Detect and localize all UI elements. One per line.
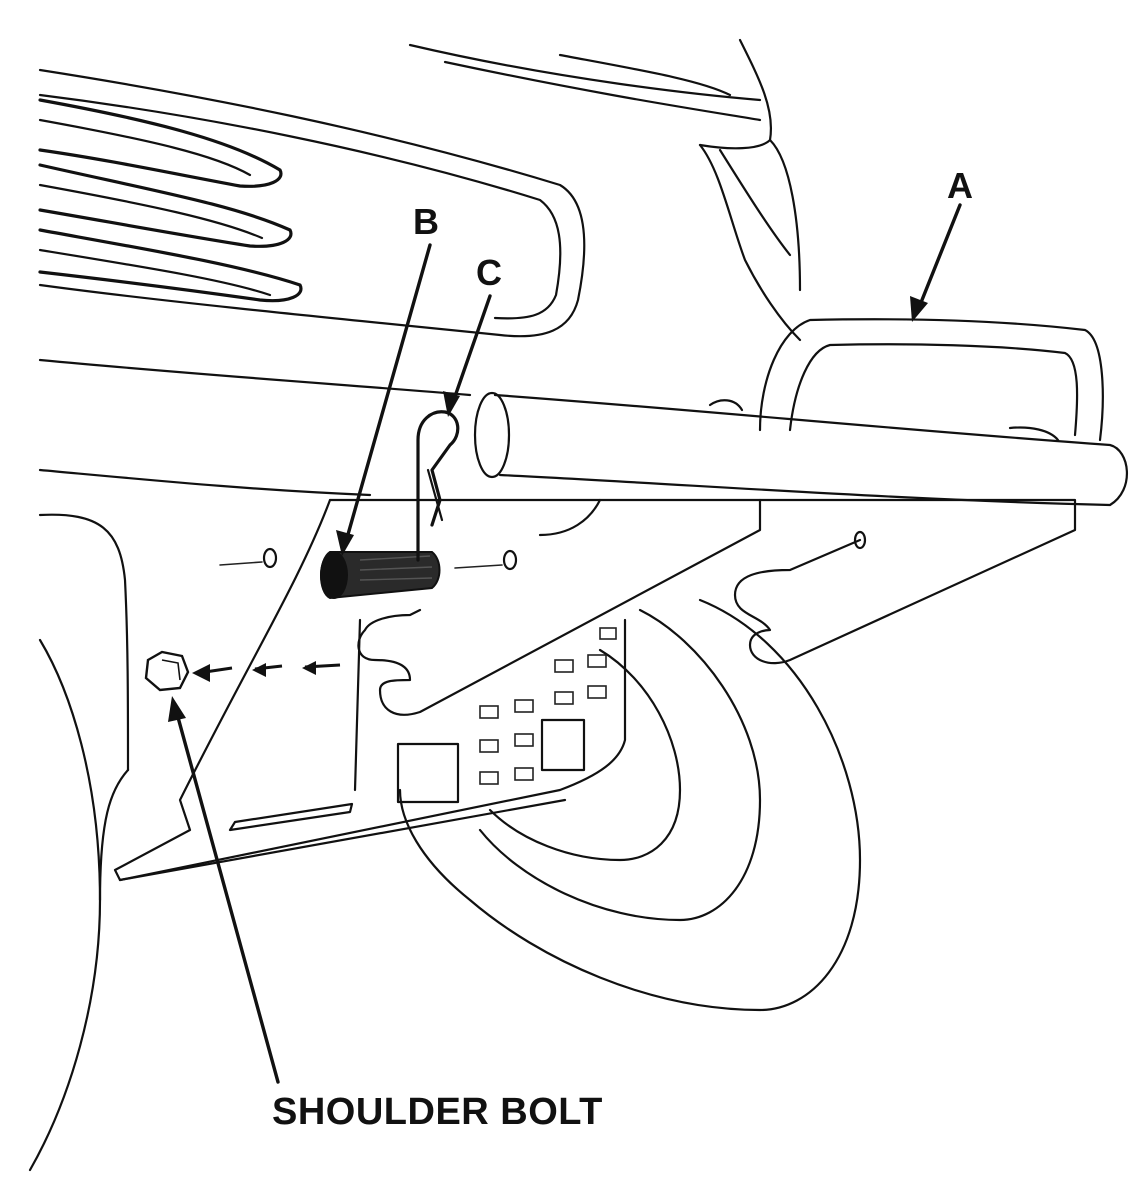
install-direction-arrow <box>192 661 341 682</box>
arrow-c-head <box>443 391 460 417</box>
clevis-pin <box>320 551 441 600</box>
mounting-bracket <box>113 498 867 882</box>
callout-label-shoulder-bolt: SHOULDER BOLT <box>272 1091 603 1133</box>
shoulder-bolt <box>144 650 190 692</box>
callout-label-a: A <box>947 165 973 206</box>
wheel <box>398 598 862 1012</box>
callout-label-b: B <box>413 201 439 242</box>
hair-pin-clip <box>416 410 460 562</box>
arrow-shoulder-bolt-head <box>168 696 186 722</box>
callout-leaders <box>168 203 962 1084</box>
arrow-a-head <box>910 296 928 322</box>
callout-label-c: C <box>476 252 502 293</box>
guard-bar <box>473 318 1128 665</box>
arrow-b-head <box>336 530 354 556</box>
vehicle-body <box>28 38 802 1172</box>
